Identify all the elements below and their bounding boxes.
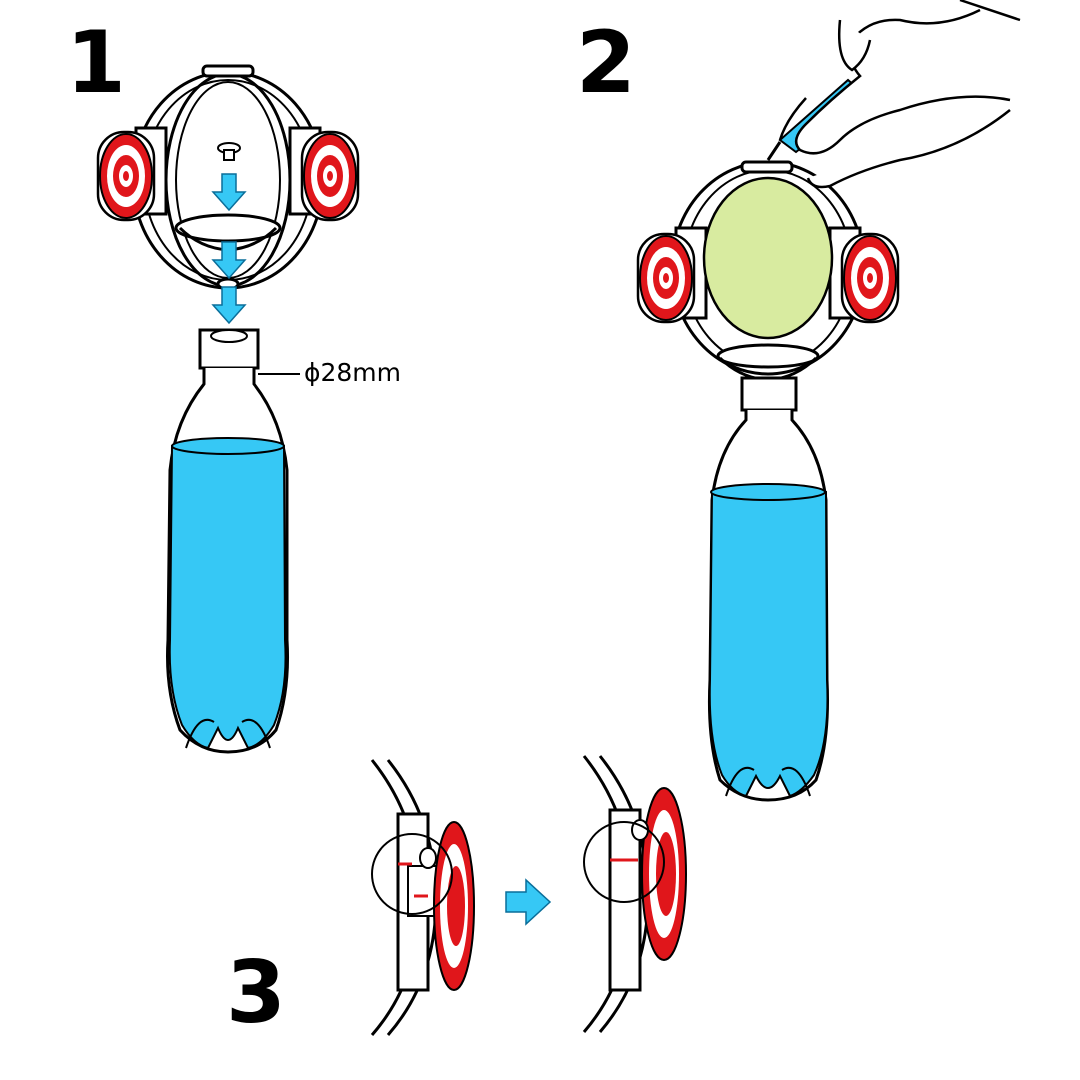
arrow-down-icon (212, 173, 246, 211)
target-icon (636, 232, 696, 324)
step-number-1: 1 (66, 13, 126, 113)
arrow-right-icon (505, 878, 552, 926)
hand-icon (778, 0, 1021, 189)
target-icon (300, 130, 360, 222)
step-number-2: 2 (576, 13, 636, 113)
bottle-icon (166, 328, 290, 754)
bottle-icon (707, 376, 830, 802)
target-icon (840, 232, 900, 324)
bottle-neck-diameter-label: ϕ28mm (304, 358, 402, 387)
bracket-detail-after (582, 755, 687, 1033)
step1-illustration (96, 64, 360, 754)
balloon-icon (702, 176, 834, 340)
step3-illustration (370, 755, 687, 1036)
screw-icon (217, 142, 241, 161)
step-number-3: 3 (226, 943, 286, 1043)
bracket-detail-before (370, 759, 475, 1036)
target-icon (96, 130, 156, 222)
arrow-down-icon (212, 286, 246, 324)
step2-illustration (636, 0, 1021, 802)
